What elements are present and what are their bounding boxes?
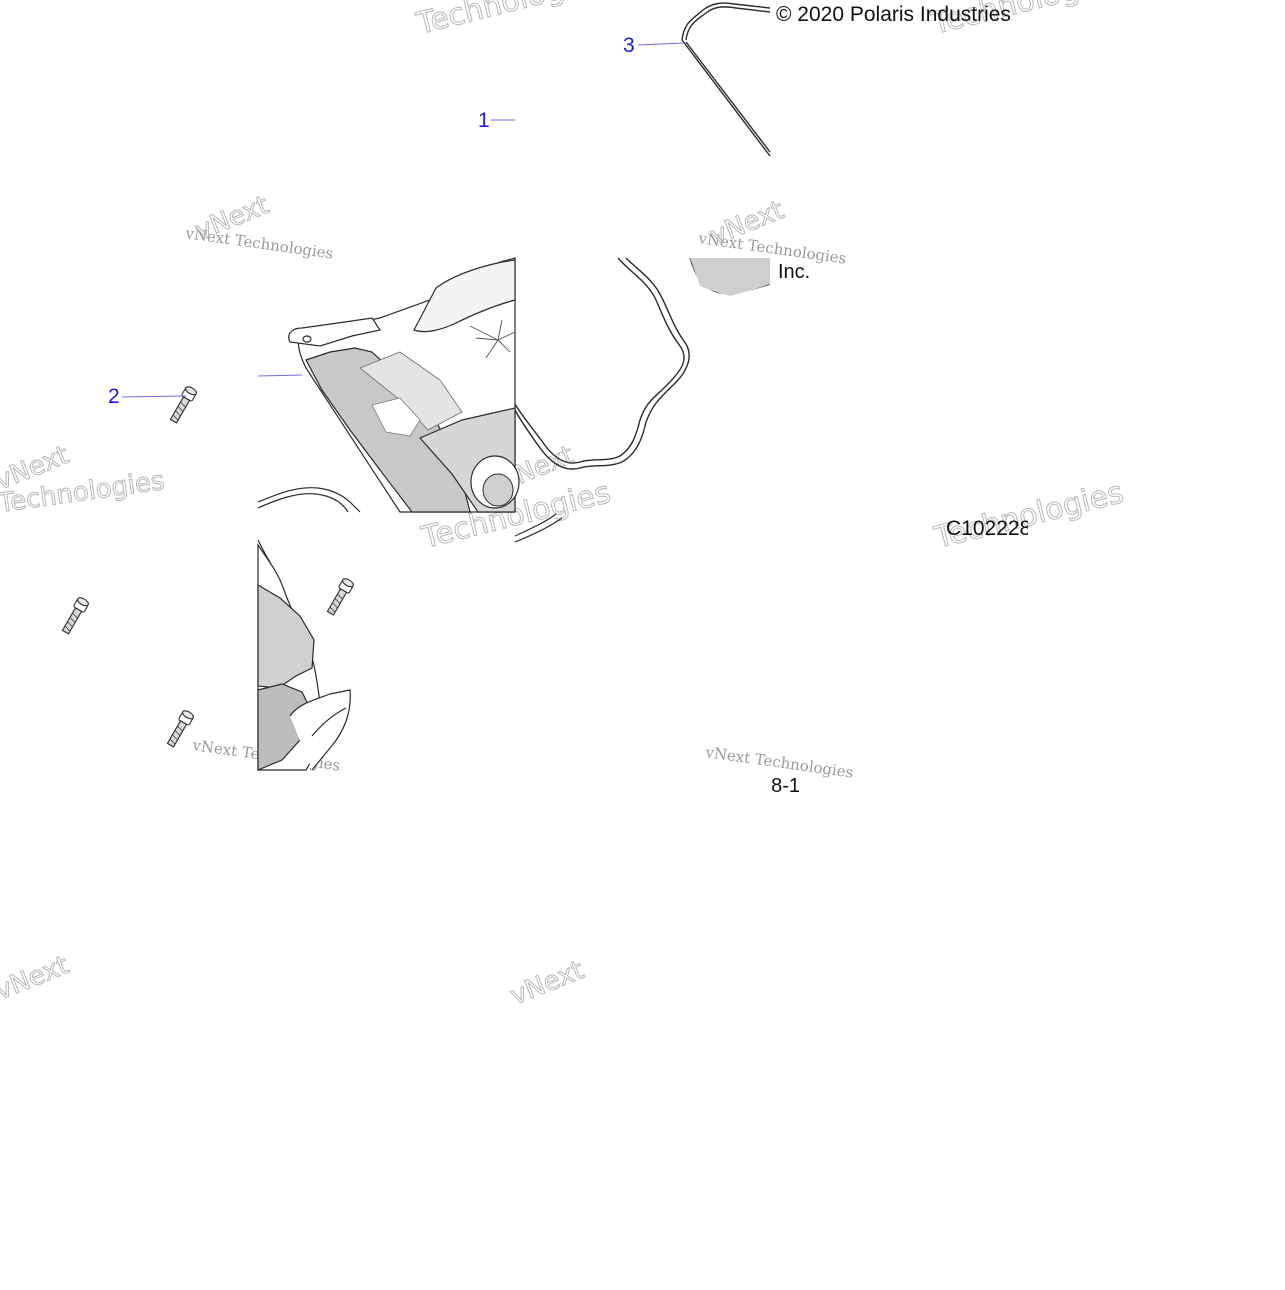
- valve-cover-housing: [257, 257, 563, 771]
- bolt-part-2: [169, 386, 197, 424]
- leader-line-3: [637, 42, 685, 46]
- watermark-tile: vNext: [506, 955, 589, 1012]
- leader-lines: [121, 42, 685, 398]
- callout-1: 1: [478, 109, 490, 132]
- bolt: [61, 597, 89, 635]
- leader-line-2: [121, 395, 187, 398]
- watermark-tile: Technologies: [930, 475, 1127, 557]
- watermark-brand-large: Technologies: [930, 475, 1126, 556]
- figure-code: C102228: [946, 518, 1028, 539]
- bolt: [166, 710, 194, 748]
- watermark-brand-large: vNext: [0, 950, 73, 1006]
- leader-line-1-continued: [257, 374, 303, 377]
- sheet-reference: 8-1: [771, 776, 800, 796]
- callout-3: 3: [623, 34, 635, 57]
- bolt: [326, 578, 354, 616]
- callout-2: 2: [108, 385, 120, 408]
- copyright-text: © 2020 Polaris Industries: [776, 4, 1011, 25]
- cap-detail: [469, 319, 516, 359]
- watermark-tile: vNext: [0, 950, 74, 1007]
- watermark-brand-large: vNext: [506, 955, 588, 1011]
- gasket-seal: [514, 2, 771, 470]
- company-suffix-text: Inc.: [778, 262, 811, 282]
